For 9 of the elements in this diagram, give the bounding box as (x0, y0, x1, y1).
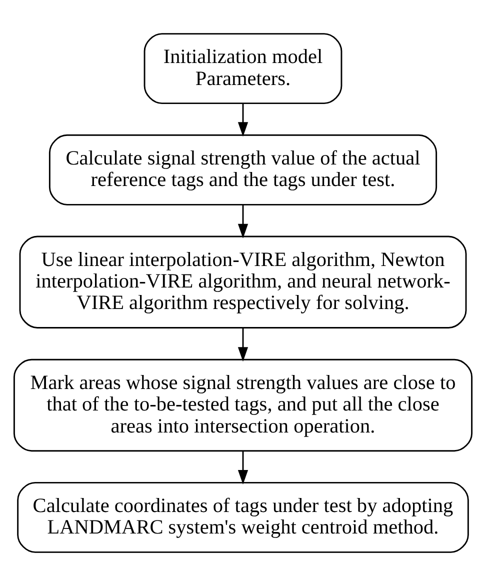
node-box: Mark areas whose signal strength values are close to that of the to-be-tested tags, and put all the close areas into intersection operation. (13, 358, 473, 452)
arrow (238, 450, 248, 484)
node-box: Calculate signal strength value of the actual reference tags and the tags under test. (48, 134, 438, 205)
arrow (238, 204, 248, 238)
node-box: Initialization model Parameters. (144, 32, 342, 104)
arrow (238, 328, 248, 362)
node-box: Use linear interpolation-VIRE algorithm, Newton interpolation-VIRE algorithm, and neural network-VIRE algorithm respectively for solving. (19, 235, 467, 328)
node-box: Calculate coordinates of tags under test by adopting LANDMARC system's weight centroid method. (17, 481, 469, 552)
arrow (238, 102, 248, 136)
